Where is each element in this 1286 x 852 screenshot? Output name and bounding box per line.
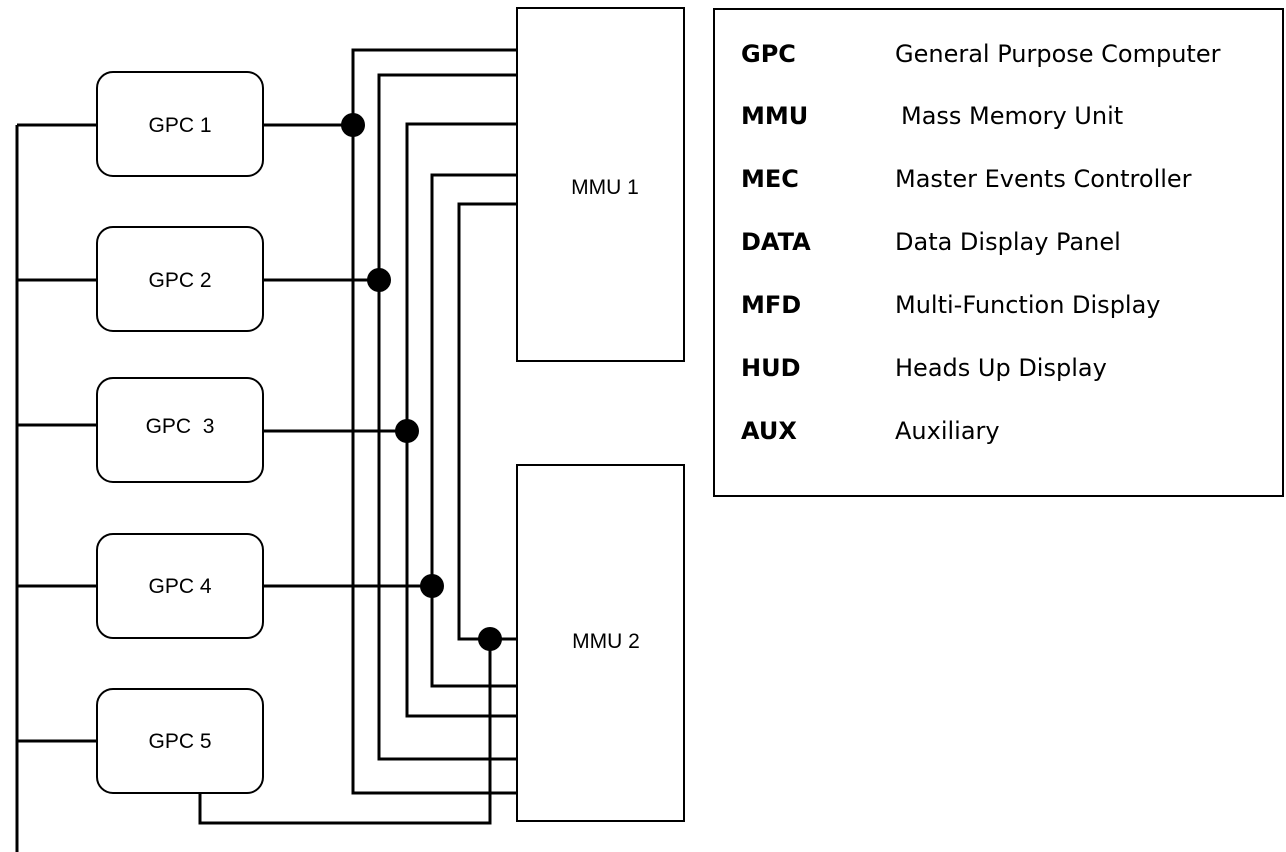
legend-desc: Auxiliary bbox=[895, 417, 1000, 445]
bus-gpc2 bbox=[377, 73, 517, 761]
legend-row-hud: HUD Heads Up Display bbox=[741, 354, 1281, 394]
mmu2-label: MMU 2 bbox=[572, 630, 640, 653]
mmu1-box bbox=[516, 7, 685, 362]
legend-desc: Heads Up Display bbox=[895, 354, 1107, 382]
gpc5-label: GPC 5 bbox=[148, 730, 211, 753]
legend-desc: Data Display Panel bbox=[895, 228, 1121, 256]
legend-abbr: DATA bbox=[741, 228, 811, 256]
legend-row-mec: MEC Master Events Controller bbox=[741, 165, 1281, 205]
legend-abbr: GPC bbox=[741, 40, 796, 68]
legend-abbr: HUD bbox=[741, 354, 801, 382]
legend-row-aux: AUX Auxiliary bbox=[741, 417, 1281, 457]
legend-abbr: MFD bbox=[741, 291, 802, 319]
gpc1-label: GPC 1 bbox=[148, 114, 211, 137]
gpc2-label: GPC 2 bbox=[148, 269, 211, 292]
junction-gpc2 bbox=[367, 268, 391, 292]
legend-box: GPC General Purpose Computer MMU Mass Me… bbox=[713, 8, 1284, 497]
legend-row-gpc: GPC General Purpose Computer bbox=[741, 40, 1281, 80]
bus-diagram: GPC 1 GPC 2 GPC 3 GPC 4 GPC 5 MMU 1 MMU … bbox=[15, 7, 685, 852]
bus-gpc4 bbox=[430, 173, 517, 688]
gpc5-box bbox=[96, 688, 264, 794]
legend-abbr: MEC bbox=[741, 165, 799, 193]
bus-gpc3 bbox=[405, 122, 517, 718]
junction-gpc5 bbox=[478, 627, 502, 651]
mmu2-box bbox=[516, 464, 685, 822]
gpc5-to-junction bbox=[198, 639, 492, 825]
legend-row-mmu: MMU Mass Memory Unit bbox=[741, 102, 1281, 142]
gpc2-box bbox=[96, 226, 264, 332]
gpc4-box bbox=[96, 533, 264, 639]
junction-gpc3 bbox=[395, 419, 419, 443]
legend-desc: Mass Memory Unit bbox=[901, 102, 1124, 130]
legend-abbr: MMU bbox=[741, 102, 809, 130]
mmu1-label: MMU 1 bbox=[571, 176, 639, 199]
legend-row-data: DATA Data Display Panel bbox=[741, 228, 1281, 268]
gpc4-label: GPC 4 bbox=[148, 575, 211, 598]
legend-row-mfd: MFD Multi-Function Display bbox=[741, 291, 1281, 331]
gpc1-box bbox=[96, 71, 264, 177]
legend-abbr: AUX bbox=[741, 417, 797, 445]
gpc3-box bbox=[96, 377, 264, 483]
junction-gpc4 bbox=[420, 574, 444, 598]
legend-desc: General Purpose Computer bbox=[895, 40, 1221, 68]
gpc3-label: GPC 3 bbox=[146, 415, 215, 438]
bus-gpc5 bbox=[457, 202, 517, 641]
legend-desc: Master Events Controller bbox=[895, 165, 1192, 193]
legend-desc: Multi-Function Display bbox=[895, 291, 1161, 319]
junction-gpc1 bbox=[341, 113, 365, 137]
bus-gpc1 bbox=[351, 48, 517, 795]
